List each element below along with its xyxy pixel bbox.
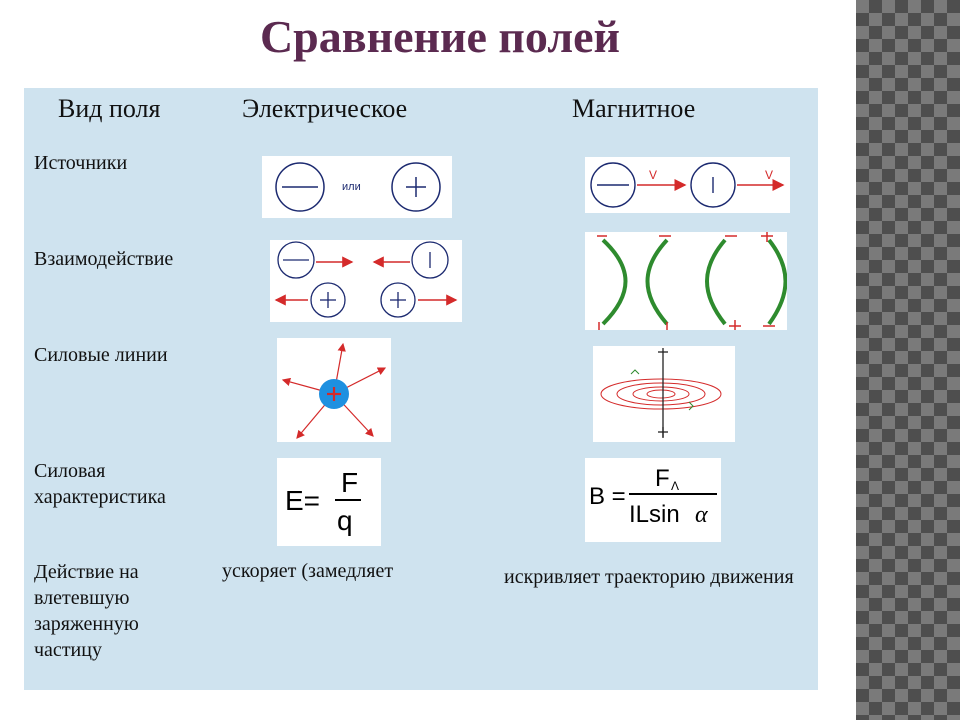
svg-text:E=: E= [285, 485, 320, 516]
electric-interaction-figure [270, 240, 462, 322]
magnetic-field-lines-figure [593, 346, 735, 442]
row-label-sources: Источники [34, 152, 128, 174]
svg-text:F: F [655, 465, 670, 492]
magnetic-interaction-figure [585, 232, 787, 330]
svg-text:Λ: Λ [671, 479, 679, 493]
negative-charge-icon [277, 241, 315, 279]
magnetic-effect-text: искривляет траекторию движения [504, 566, 794, 588]
row-label-interaction: Взаимодействие [34, 248, 174, 270]
svg-text:α: α [695, 502, 708, 528]
positive-charge-icon [391, 162, 441, 212]
row-label-effect: Действие на влетевшую заряженную частицу [34, 561, 139, 661]
svg-text:ILsin: ILsin [629, 501, 680, 528]
electric-sources-figure: или [262, 156, 452, 218]
magnetic-formula: B = F Λ ILsin α [585, 458, 721, 542]
velocity-label: V [649, 168, 657, 182]
row-label-characteristic: Силовая характеристика [34, 460, 166, 508]
electric-formula: E= F q [277, 458, 381, 546]
comparison-table: Вид поля Электрическое Магнитное Источни… [24, 88, 818, 690]
magnetic-sources-figure: V V [585, 157, 790, 213]
svg-text:F: F [341, 467, 358, 498]
velocity-label-2: V [765, 168, 773, 182]
row-label-field-lines: Силовые линии [34, 344, 168, 366]
decorative-pattern-strip [856, 0, 960, 720]
electric-field-lines-figure [277, 338, 391, 442]
negative-charge-icon [275, 162, 325, 212]
header-magnetic: Магнитное [572, 94, 696, 123]
page-title: Сравнение полей [259, 11, 621, 62]
header-electric: Электрическое [242, 94, 408, 123]
positive-charge-icon [411, 241, 449, 279]
header-kind: Вид поля [58, 94, 161, 123]
positive-charge-icon [310, 282, 346, 318]
svg-text:q: q [337, 505, 353, 536]
positive-charge-icon [380, 282, 416, 318]
electric-effect-text: ускоряет (замедляет [222, 560, 394, 582]
svg-text:B =: B = [589, 483, 626, 510]
positive-charge-icon [690, 162, 736, 208]
or-label: или [342, 181, 361, 193]
negative-charge-icon [590, 162, 636, 208]
